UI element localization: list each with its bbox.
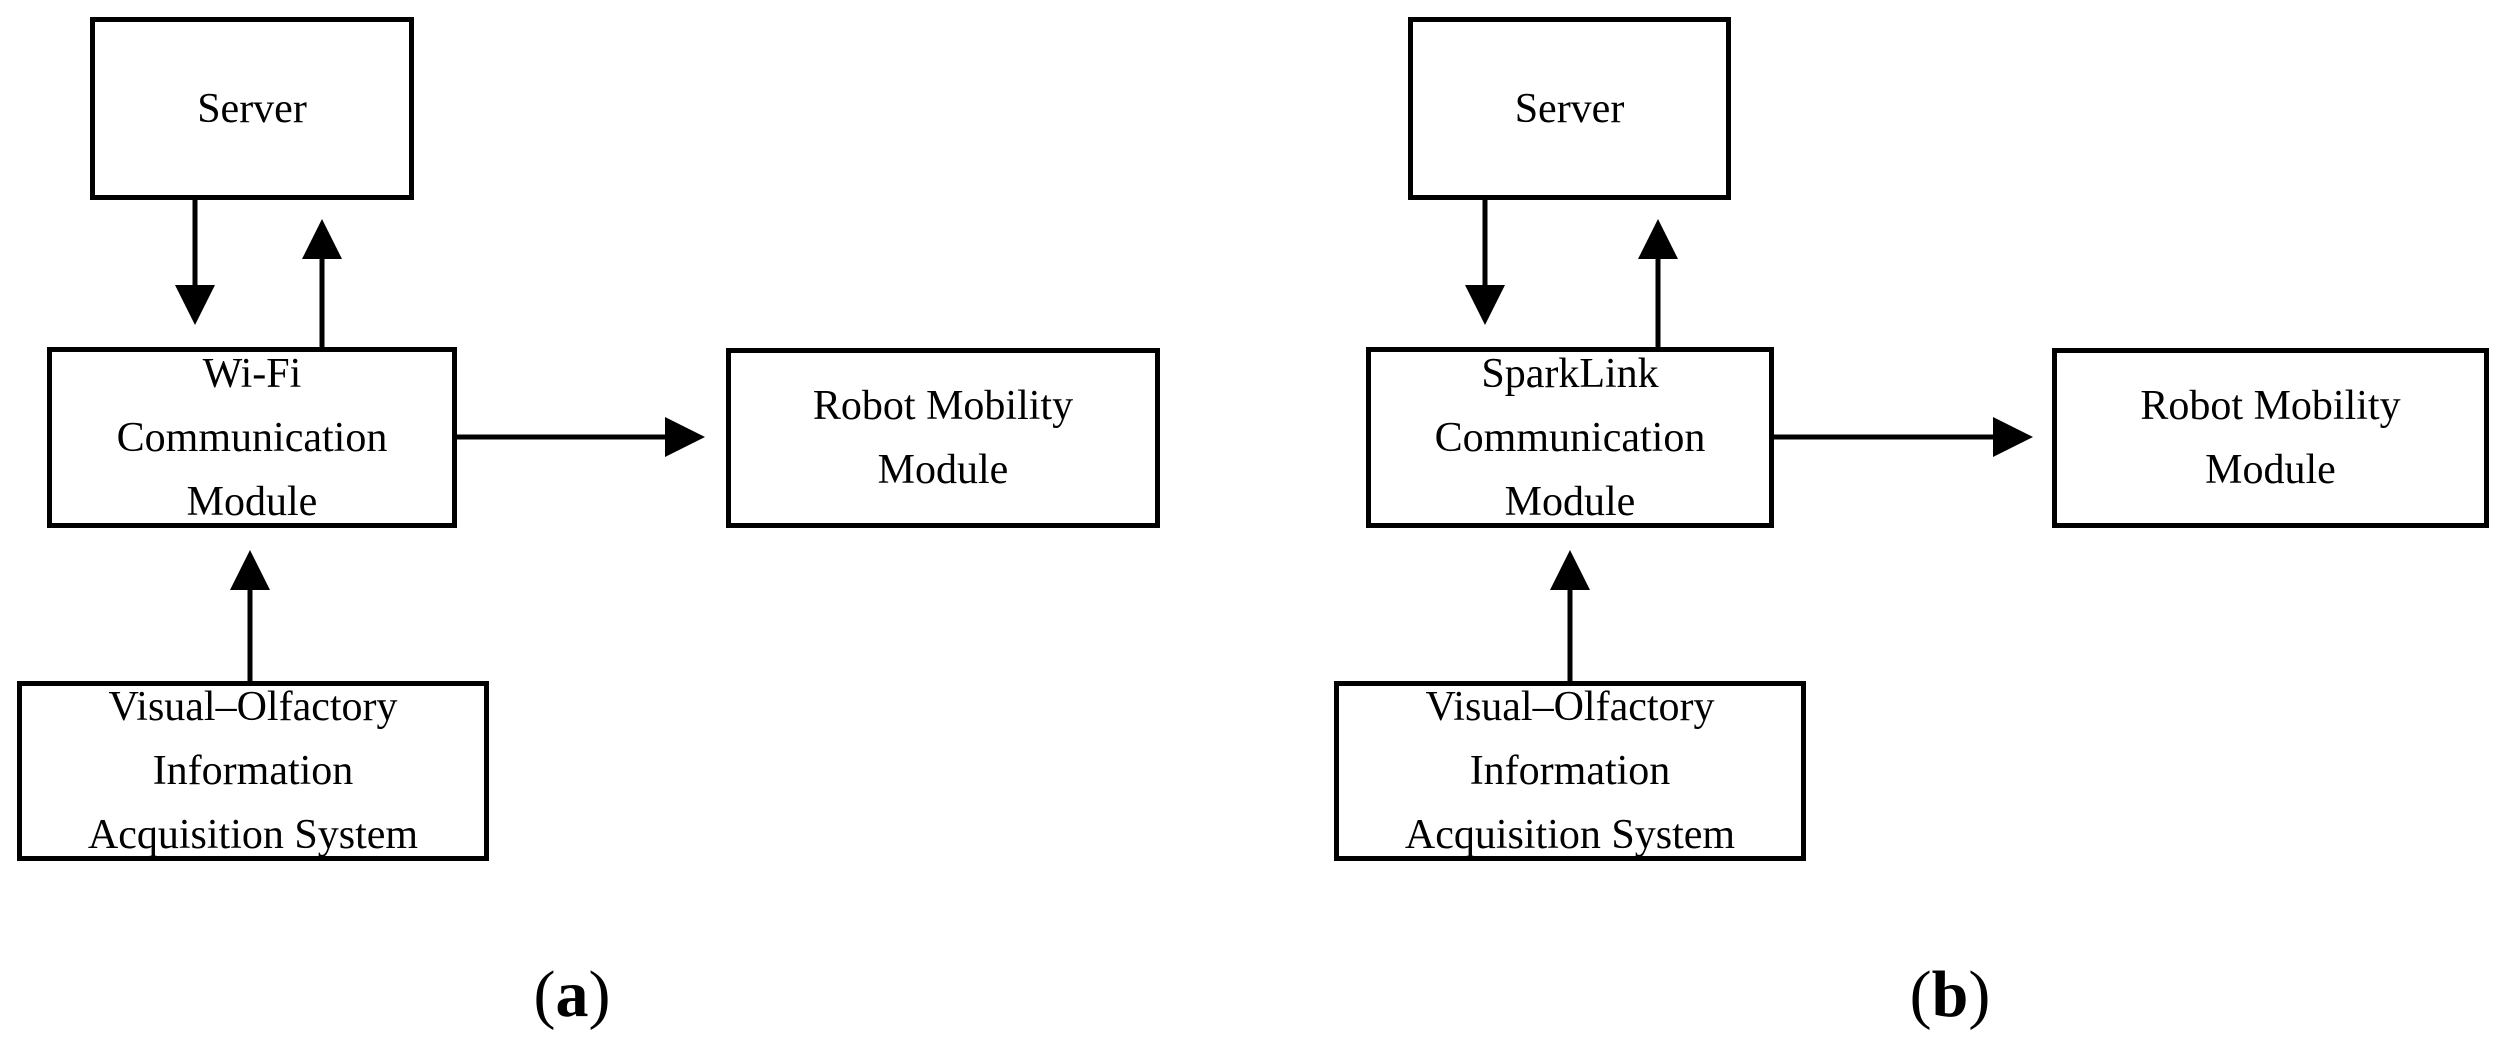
server-label-b: Server: [1514, 85, 1625, 132]
panel-label-open-a: (: [533, 958, 556, 1031]
panel-label-b: (b): [1880, 955, 2020, 1035]
panel-label-letter-a: a: [555, 958, 589, 1031]
comm-label-line2-b: Communication: [1434, 414, 1706, 461]
robot-label-line1-a: Robot Mobility: [812, 383, 1074, 429]
visual-olfactory-box-a: Visual–Olfactory Information Acquisition…: [17, 681, 489, 861]
comm-module-box-a: Wi-Fi Communication Module: [47, 347, 457, 528]
visual-label-line2-b: Information: [1469, 748, 1671, 794]
server-box-b: Server: [1408, 17, 1731, 200]
visual-label-line3-a: Acquisition System: [87, 812, 419, 858]
comm-label-line3-a: Module: [186, 478, 318, 525]
server-box-a: Server: [90, 17, 414, 200]
comm-label-line2-a: Communication: [116, 414, 388, 461]
panel-label-a: (a): [502, 955, 642, 1035]
panel-label-open-b: (: [1909, 958, 1932, 1031]
visual-label-line2-a: Information: [152, 748, 354, 794]
panel-label-close-b: ): [1968, 958, 1991, 1031]
visual-label-line1-b: Visual–Olfactory: [1425, 684, 1715, 730]
panel-label-close-a: ): [588, 958, 611, 1031]
comm-label-line1-a: Wi-Fi: [202, 350, 302, 397]
robot-label-line1-b: Robot Mobility: [2140, 383, 2401, 429]
server-label-a: Server: [197, 85, 307, 132]
comm-label-line3-b: Module: [1504, 478, 1636, 525]
visual-label-line3-b: Acquisition System: [1404, 812, 1736, 858]
visual-olfactory-box-b: Visual–Olfactory Information Acquisition…: [1334, 681, 1806, 861]
robot-label-line2-b: Module: [2205, 447, 2336, 493]
robot-label-line2-a: Module: [877, 447, 1009, 493]
robot-mobility-box-a: Robot Mobility Module: [726, 348, 1160, 528]
panel-label-letter-b: b: [1931, 958, 1969, 1031]
robot-mobility-box-b: Robot Mobility Module: [2052, 348, 2489, 528]
comm-module-box-b: SparkLink Communication Module: [1366, 347, 1774, 528]
visual-label-line1-a: Visual–Olfactory: [108, 684, 398, 730]
comm-label-line1-b: SparkLink: [1481, 350, 1659, 397]
